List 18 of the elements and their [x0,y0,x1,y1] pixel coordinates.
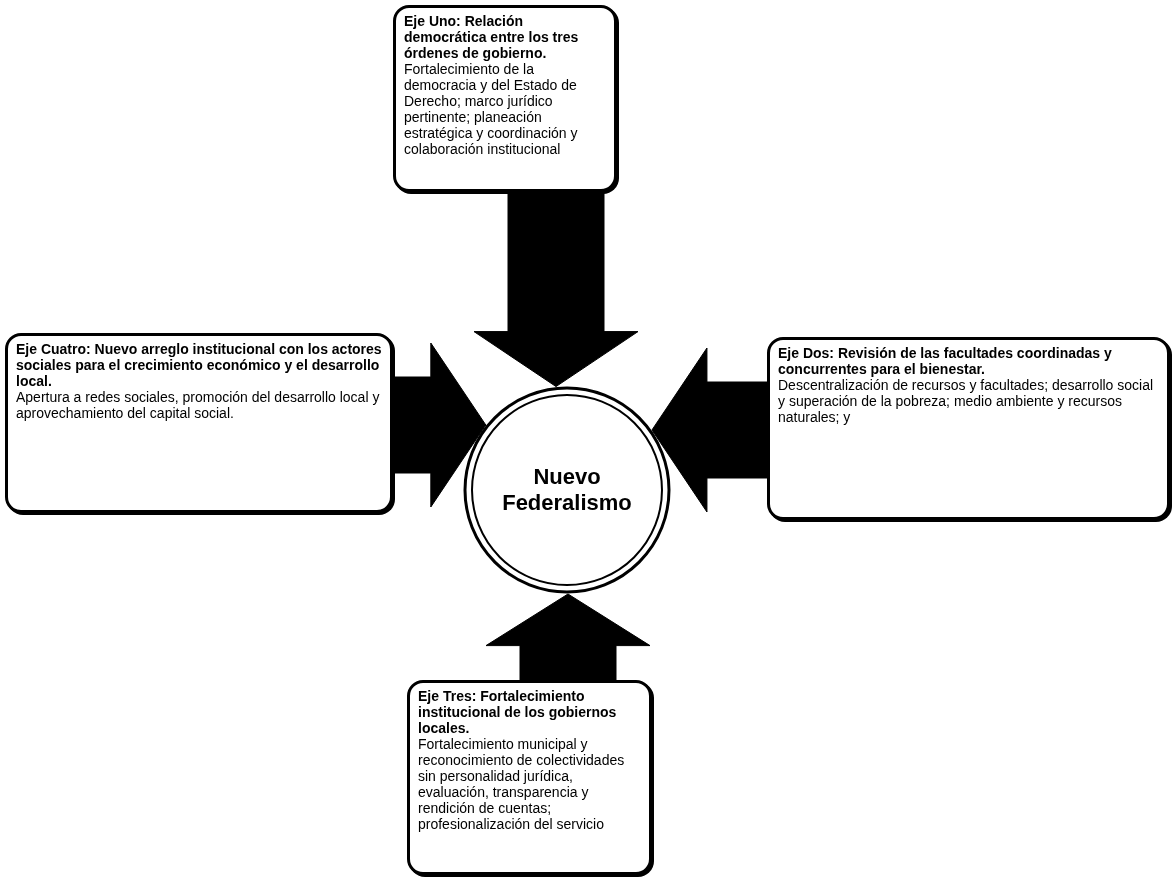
block-arrow [392,342,487,508]
text-box [767,337,1170,520]
circle-node [463,386,671,594]
box-heading: Eje Dos: Revisión de las facultades coordinadas y concurrentes para el bienestar. [778,345,1113,377]
text-box [407,680,652,875]
block-arrow [651,347,768,513]
box-heading: Eje Cuatro: Nuevo arreglo institucional con los actores sociales para el crecimiento económico y el desarrollo local. [16,341,382,389]
box-heading: Eje Tres: Fortalecimiento institucional de los gobiernos locales. [418,688,618,736]
text-box [393,5,617,192]
box-text: Fortalecimiento municipal y reconocimiento de colectividades sin personalidad jurídica, evaluación, transparencia y rendición de cuentas; profesionalización del servicio [418,736,626,832]
block-arrow [473,191,639,388]
box-heading: Eje Uno: Relación democrática entre los tres órdenes de gobierno. [404,13,580,61]
box-text: Apertura a redes sociales, promoción del desarrollo local y aprovechamiento del capital social. [16,389,381,421]
block-arrow [485,593,651,681]
node-title: Nuevo Federalismo [501,464,633,516]
text-box [5,333,393,513]
box-text: Descentralización de recursos y facultades; desarrollo social y superación de la pobreza; medio ambiente y recursos naturales; y [778,377,1155,425]
box-text: Fortalecimiento de la democracia y del Estado de Derecho; marco jurídico pertinente; planeación estratégica y coordinación y colaboración institucional [404,61,579,157]
